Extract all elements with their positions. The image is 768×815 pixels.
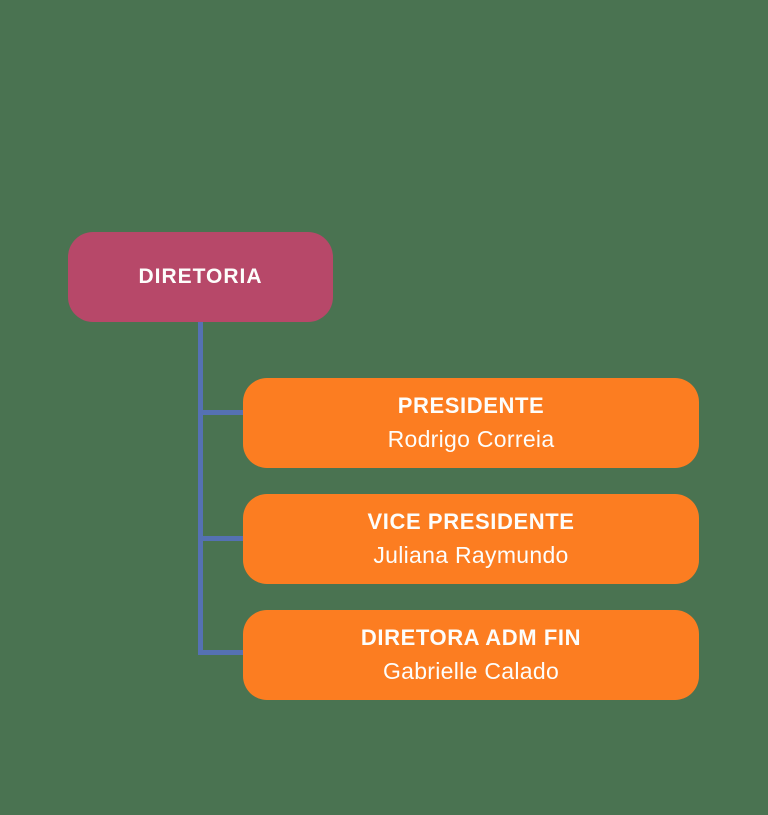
connector-vertical-line [198,322,203,655]
org-node-presidente: PRESIDENTE Rodrigo Correia [243,378,699,468]
org-node-diretoria-title: DIRETORIA [138,265,263,288]
connector-branch-presidente [198,410,243,415]
org-node-presidente-title: PRESIDENTE [397,393,545,418]
org-node-diretora-adm-fin-person-name: Gabrielle Calado [382,658,560,684]
org-node-vice-presidente-person-name: Juliana Raymundo [373,542,569,568]
org-node-diretora-adm-fin-title: DIRETORA ADM FIN [360,625,582,650]
org-node-vice-presidente: VICE PRESIDENTE Juliana Raymundo [243,494,699,584]
connector-branch-diretora-adm-fin [198,650,243,655]
org-node-diretoria: DIRETORIA [68,232,333,322]
connector-branch-vice-presidente [198,536,243,541]
org-node-presidente-person-name: Rodrigo Correia [387,426,555,452]
org-node-diretora-adm-fin: DIRETORA ADM FIN Gabrielle Calado [243,610,699,700]
org-node-vice-presidente-title: VICE PRESIDENTE [367,509,575,534]
